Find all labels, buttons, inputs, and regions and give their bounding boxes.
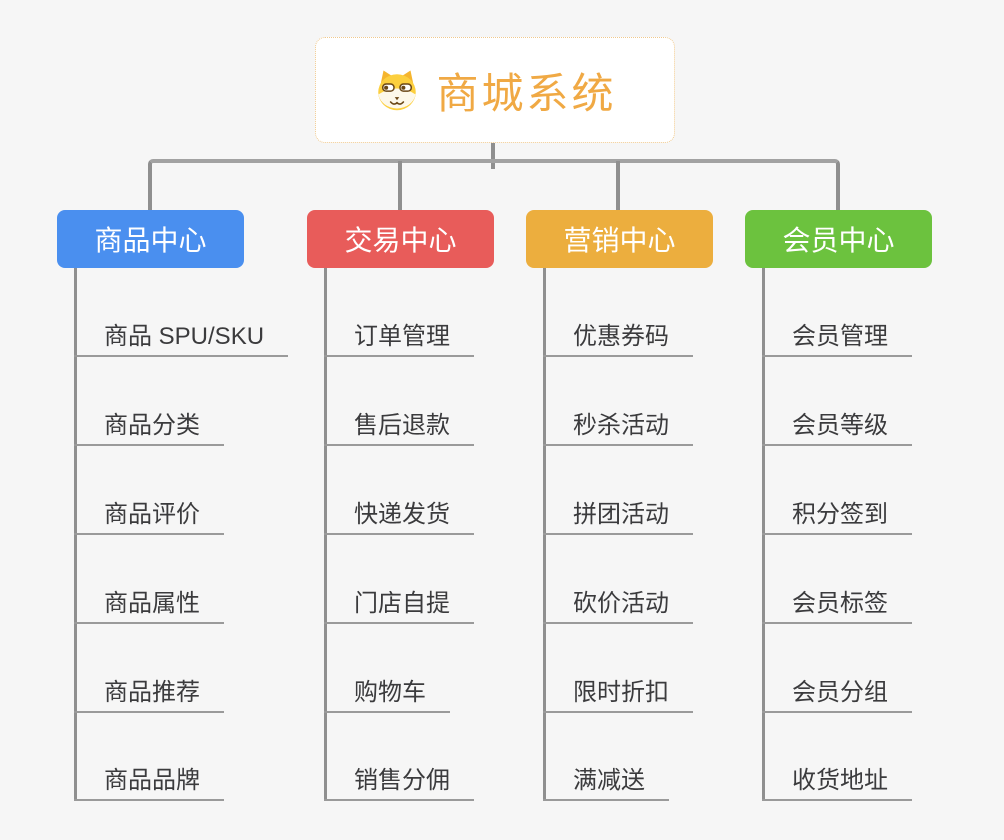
connector-bus — [148, 159, 840, 210]
leaf-node[interactable]: 商品 SPU/SKU — [74, 307, 289, 357]
leaf-node[interactable]: 砍价活动 — [543, 574, 693, 624]
leaf-node[interactable]: 收货地址 — [762, 751, 912, 801]
root-node[interactable]: 商城系统 — [315, 37, 675, 143]
leaf-node[interactable]: 售后退款 — [324, 396, 474, 446]
leaf-node[interactable]: 商品分类 — [74, 396, 224, 446]
leaf-node[interactable]: 会员分组 — [762, 663, 912, 713]
branch-column: 订单管理 售后退款 快递发货 门店自提 购物车 销售分佣 — [324, 268, 614, 803]
leaf-node[interactable]: 购物车 — [324, 663, 450, 713]
branch-column: 会员管理 会员等级 积分签到 会员标签 会员分组 收货地址 — [762, 268, 1004, 803]
leaf-node[interactable]: 限时折扣 — [543, 663, 693, 713]
branch-column: 优惠券码 秒杀活动 拼团活动 砍价活动 限时折扣 满减送 — [543, 268, 833, 803]
branch-node-product-center[interactable]: 商品中心 — [57, 210, 244, 268]
branch-column: 商品 SPU/SKU 商品分类 商品评价 商品属性 商品推荐 商品品牌 — [74, 268, 364, 803]
branch-node-marketing-center[interactable]: 营销中心 — [526, 210, 713, 268]
leaf-node[interactable]: 商品评价 — [74, 485, 224, 535]
leaf-node[interactable]: 销售分佣 — [324, 751, 474, 801]
connector-drop — [616, 161, 620, 210]
connector-drop — [398, 161, 402, 210]
branch-node-trade-center[interactable]: 交易中心 — [307, 210, 494, 268]
leaf-node[interactable]: 快递发货 — [324, 485, 474, 535]
leaf-node[interactable]: 商品推荐 — [74, 663, 224, 713]
leaf-node[interactable]: 优惠券码 — [543, 307, 693, 357]
leaf-node[interactable]: 会员等级 — [762, 396, 912, 446]
leaf-node[interactable]: 商品属性 — [74, 574, 224, 624]
leaf-node[interactable]: 会员管理 — [762, 307, 912, 357]
root-connector-stub — [491, 143, 495, 169]
leaf-node[interactable]: 商品品牌 — [74, 751, 224, 801]
leaf-node[interactable]: 拼团活动 — [543, 485, 693, 535]
leaf-node[interactable]: 会员标签 — [762, 574, 912, 624]
leaf-node[interactable]: 秒杀活动 — [543, 396, 693, 446]
leaf-node[interactable]: 积分签到 — [762, 485, 912, 535]
leaf-node[interactable]: 订单管理 — [324, 307, 474, 357]
leaf-node[interactable]: 门店自提 — [324, 574, 474, 624]
branch-node-member-center[interactable]: 会员中心 — [745, 210, 932, 268]
leaf-node[interactable]: 满减送 — [543, 751, 669, 801]
shiba-dog-icon — [378, 70, 417, 111]
root-title: 商城系统 — [436, 69, 617, 117]
